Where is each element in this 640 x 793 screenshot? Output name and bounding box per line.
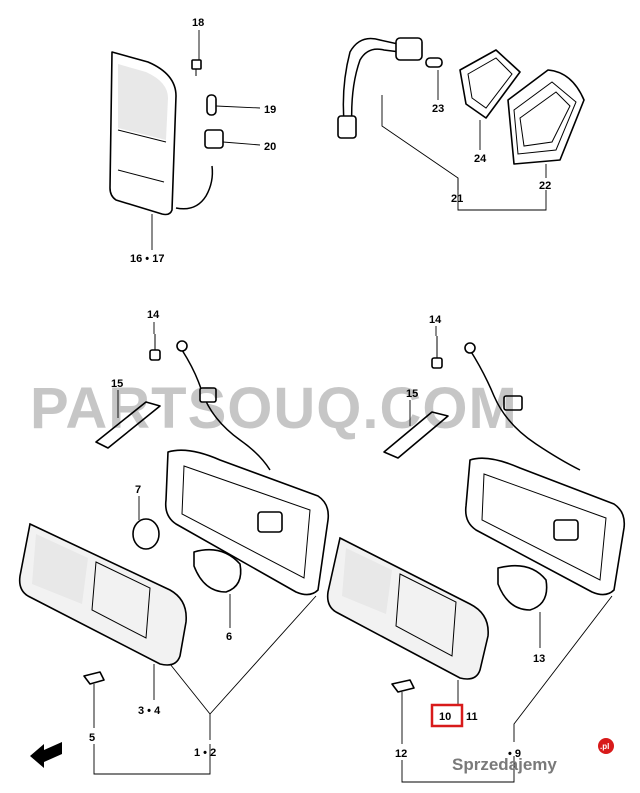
left-turn-signal-assembly	[18, 334, 330, 685]
callout-22: 22	[539, 180, 551, 192]
callout-14-left: 14	[147, 309, 160, 321]
leaders-top-left	[151, 30, 261, 250]
callout-1-2: 1 • 2	[194, 747, 216, 759]
callout-23: 23	[432, 103, 444, 115]
leaders-bottom-right	[401, 326, 613, 783]
callout-15-left: 15	[111, 378, 123, 390]
callout-16-17: 16 • 17	[130, 253, 164, 265]
license-lamp-assembly	[337, 37, 585, 165]
callout-8-9: • 9	[508, 748, 521, 760]
site-logo-text: Sprzedajemy	[452, 755, 557, 774]
site-logo-suffix: .pl	[600, 742, 609, 751]
callout-3-4: 3 • 4	[138, 705, 161, 717]
callout-24: 24	[474, 153, 487, 165]
site-logo: Sprzedajemy .pl	[452, 738, 614, 774]
callout-10: 10	[439, 711, 451, 723]
callout-19: 19	[264, 104, 276, 116]
side-marker-assembly	[109, 51, 224, 216]
callout-20: 20	[264, 141, 276, 153]
callout-18: 18	[192, 17, 204, 29]
callout-15-right: 15	[406, 388, 418, 400]
callout-14-right: 14	[429, 314, 442, 326]
callout-6: 6	[226, 631, 232, 643]
highlighted-part-box	[430, 703, 464, 728]
watermark: PARTSOUQ.COM	[30, 376, 518, 441]
callout-12: 12	[395, 748, 407, 760]
callout-7: 7	[135, 484, 141, 496]
leaders-top-right	[381, 70, 547, 211]
callout-11: 11	[466, 711, 478, 723]
callout-21: 21	[451, 193, 463, 205]
right-turn-signal-assembly	[326, 336, 626, 693]
leaders-bottom-left	[93, 322, 317, 775]
callout-13: 13	[533, 653, 545, 665]
site-logo-badge	[598, 738, 614, 754]
callout-5: 5	[89, 732, 95, 744]
front-arrow-icon	[30, 742, 62, 768]
